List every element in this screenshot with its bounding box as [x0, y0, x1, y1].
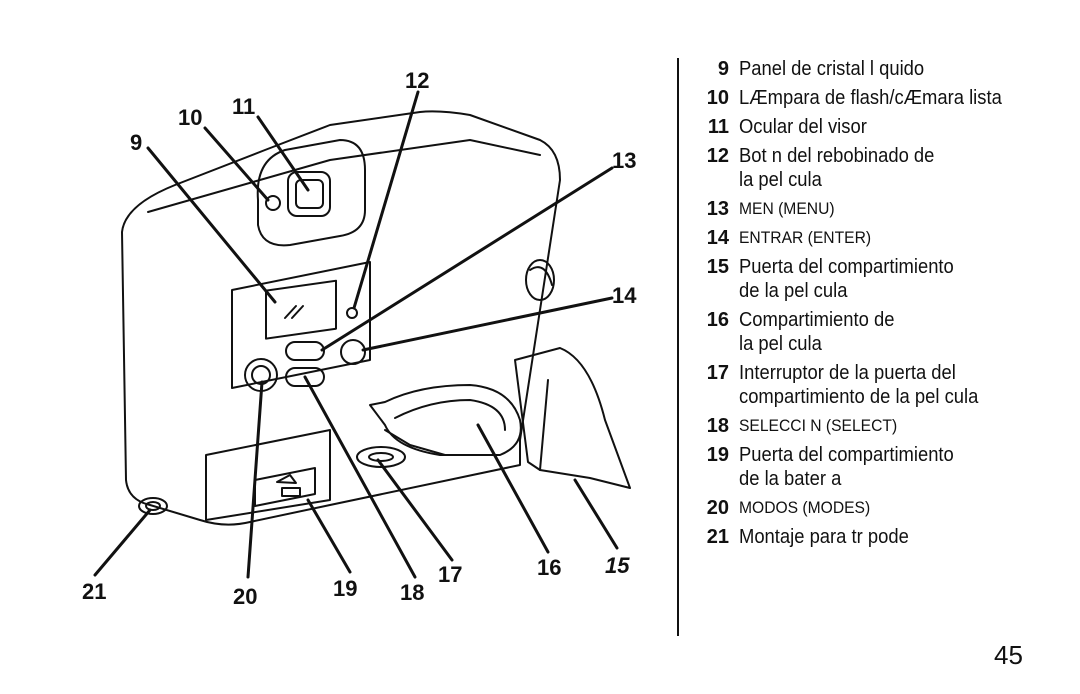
legend-item: 11 Ocular del visor [695, 115, 1075, 139]
viewfinder-eyepiece [287, 171, 331, 217]
legend-number: 16 [706, 309, 729, 331]
legend-text: LÆmpara de flash/cÆmara lista [739, 87, 1002, 109]
legend-text: Montaje para tr pode [739, 526, 909, 548]
legend-item: 10 LÆmpara de flash/cÆmara lista [695, 86, 1075, 110]
legend-item: 9 Panel de cristal l quido [695, 57, 1075, 81]
leader-line-10 [203, 126, 270, 202]
leader-line-14 [361, 296, 614, 352]
callout-20: 20 [233, 584, 257, 609]
legend-text: Interruptor de la puerta del compartimie… [739, 362, 979, 408]
legend-number: 12 [706, 145, 729, 167]
callout-11: 11 [232, 94, 255, 119]
leader-line-18 [303, 375, 417, 579]
legend-number: 10 [706, 87, 729, 109]
legend-divider [677, 58, 679, 636]
film-compartment-door [514, 347, 631, 489]
parts-legend: 9 Panel de cristal l quido 10 LÆmpara de f… [695, 57, 1075, 554]
legend-number: 14 [706, 227, 729, 249]
leader-line-17 [376, 458, 454, 562]
lcd-panel-frame [231, 261, 371, 389]
lcd-panel [265, 279, 337, 340]
menu-button [285, 341, 325, 361]
legend-number: 18 [706, 415, 729, 437]
legend-text: MODOS (MODES) [739, 498, 871, 517]
callout-10: 10 [178, 105, 202, 130]
legend-text: Compartimiento de la pel cula [739, 309, 895, 355]
callout-19: 19 [333, 576, 357, 601]
flash-ready-lamp [265, 195, 281, 211]
battery-door [205, 429, 331, 521]
legend-text: Ocular del visor [739, 116, 867, 138]
callout-16: 16 [537, 555, 561, 580]
legend-text: ENTRAR (ENTER) [739, 228, 872, 247]
legend-item: 20 MODOS (MODES) [695, 496, 1075, 520]
leader-line-19 [306, 498, 352, 574]
callout-18: 18 [400, 580, 424, 605]
page-number: 45 [994, 640, 1023, 670]
leader-line-21 [93, 508, 152, 577]
callout-15: 15 [605, 553, 630, 578]
legend-item: 15 Puerta del compartimiento de la pel cu… [695, 255, 1075, 303]
leader-line-15 [573, 478, 619, 550]
rewind-button [346, 307, 358, 319]
legend-number: 9 [717, 58, 729, 80]
legend-item: 12 Bot n del rebobinado de la pel cula [695, 144, 1075, 192]
film-compartment [369, 384, 522, 456]
legend-text: SELECCI N (SELECT) [739, 416, 898, 435]
legend-text: Puerta del compartimiento de la bater a [739, 444, 954, 490]
leader-line-16 [476, 423, 550, 554]
select-button [285, 367, 325, 387]
callout-17: 17 [438, 562, 462, 587]
enter-button [340, 339, 366, 365]
leader-line-20 [246, 380, 264, 579]
legend-item: 18 SELECCI N (SELECT) [695, 414, 1075, 438]
legend-text: MEN (MENU) [739, 199, 835, 218]
viewfinder-housing [256, 139, 366, 247]
legend-item: 19 Puerta del compartimiento de la bater … [695, 443, 1075, 491]
callout-9: 9 [130, 130, 142, 155]
callout-12: 12 [405, 68, 429, 93]
leader-line-9 [146, 146, 277, 304]
legend-number: 13 [706, 198, 729, 220]
legend-number: 17 [706, 362, 729, 384]
film-door-switch [356, 446, 406, 468]
leader-line-12 [352, 90, 420, 310]
legend-number: 19 [706, 444, 729, 466]
callout-21: 21 [82, 579, 106, 604]
strap-lug [525, 259, 555, 301]
legend-number: 11 [707, 116, 729, 138]
legend-text: Bot n del rebobinado de la pel cula [739, 145, 935, 191]
legend-text: Puerta del compartimiento de la pel cula [739, 256, 954, 302]
legend-item: 13 MEN (MENU) [695, 197, 1075, 221]
legend-item: 21 Montaje para tr pode [695, 525, 1075, 549]
legend-item: 16 Compartimiento de la pel cula [695, 308, 1075, 356]
leader-line-11 [256, 115, 310, 192]
callout-13: 13 [612, 148, 636, 173]
legend-text: Panel de cristal l quido [739, 58, 925, 80]
legend-item: 14 ENTRAR (ENTER) [695, 226, 1075, 250]
leader-line-13 [320, 166, 614, 352]
legend-item: 17 Interruptor de la puerta del compartim… [695, 361, 1075, 409]
camera-diagram: 9 10 11 12 13 14 15 16 17 18 19 20 21 [82, 68, 637, 609]
camera-body [121, 110, 561, 526]
legend-number: 15 [706, 256, 729, 278]
legend-number: 21 [706, 526, 729, 548]
callout-14: 14 [612, 283, 637, 308]
tripod-mount [138, 497, 168, 515]
legend-number: 20 [706, 497, 729, 519]
